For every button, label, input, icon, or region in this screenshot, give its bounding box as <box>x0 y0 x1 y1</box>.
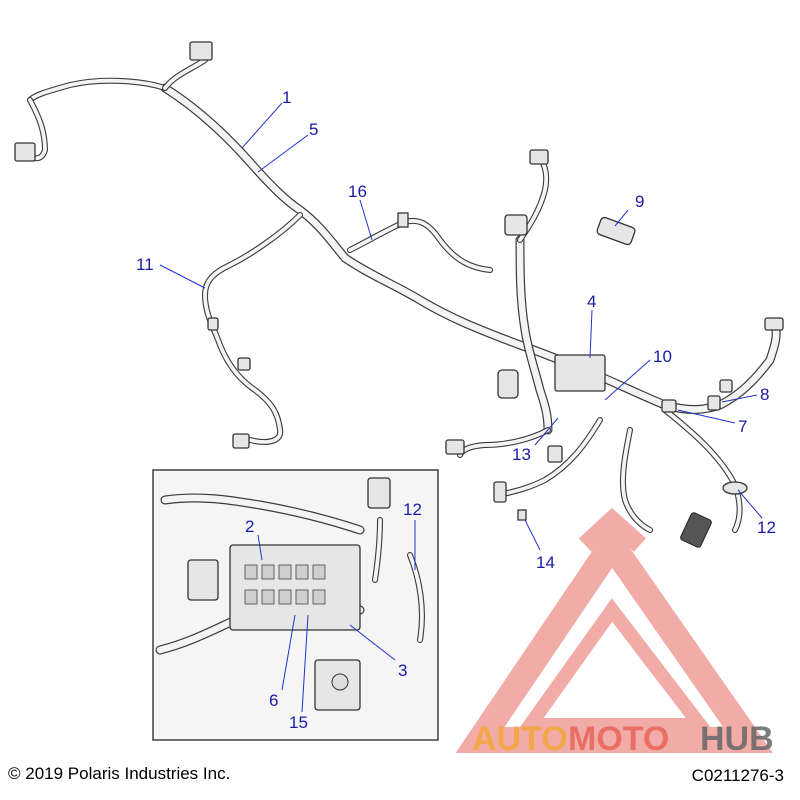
connector-11-upper <box>207 317 219 331</box>
connector-upper-right <box>529 149 549 165</box>
fastener-14 <box>517 509 527 521</box>
callout-3: 3 <box>398 661 407 680</box>
connector-center-top <box>504 214 528 236</box>
connector-bottom-left <box>493 481 507 503</box>
callout-1: 1 <box>282 88 291 107</box>
connector-bottom-center <box>547 445 563 463</box>
callout-6: 6 <box>269 691 278 710</box>
callout-13: 13 <box>512 445 531 464</box>
connector-11-end <box>232 433 250 449</box>
watermark-moto: MOTO <box>568 720 669 758</box>
callout-labels: 1 5 16 9 11 4 10 8 7 13 12 14 2 12 3 6 1… <box>136 88 776 732</box>
main-harness <box>25 57 781 533</box>
module-9 <box>596 216 636 246</box>
connector-left <box>14 142 36 162</box>
watermark-logo <box>455 507 773 753</box>
callout-12-right: 12 <box>757 518 776 537</box>
fuse-box-4 <box>554 354 606 392</box>
connector-13 <box>445 439 465 455</box>
connector-12-dark <box>680 512 712 548</box>
callout-11: 11 <box>136 255 154 274</box>
callout-5: 5 <box>309 120 318 139</box>
copyright-notice: © 2019 Polaris Industries Inc. <box>8 764 231 783</box>
watermark-hub: HUB <box>700 720 774 758</box>
leader-lines <box>159 102 763 713</box>
connectors <box>14 41 784 548</box>
callout-10: 10 <box>653 347 672 366</box>
callout-7: 7 <box>738 417 747 436</box>
callout-15: 15 <box>289 713 308 732</box>
callout-4: 4 <box>587 292 596 311</box>
connector-8 <box>707 395 721 411</box>
callout-12-inset: 12 <box>403 500 422 519</box>
inset-fuses <box>244 564 326 605</box>
detail-inset <box>152 469 439 741</box>
connector-16 <box>397 212 409 228</box>
inset-bracket <box>187 559 219 601</box>
connector-right <box>719 379 733 393</box>
watermark-text: AUTO MOTO HUB <box>472 720 774 758</box>
watermark-auto: AUTO <box>472 720 568 758</box>
inset-connector <box>367 477 391 509</box>
inset-mount-hole <box>331 673 349 691</box>
callout-8: 8 <box>760 385 769 404</box>
connector-top <box>189 41 213 61</box>
clip-12 <box>722 481 748 495</box>
connector-11-mid <box>237 357 251 371</box>
callout-2: 2 <box>245 517 254 536</box>
relay-block <box>497 369 519 399</box>
callout-9: 9 <box>635 192 644 211</box>
callout-16: 16 <box>348 182 367 201</box>
connector-far-right <box>764 317 784 331</box>
connector-7 <box>661 399 677 413</box>
callout-14: 14 <box>536 553 555 572</box>
diagram-code: C0211276-3 <box>691 766 784 785</box>
